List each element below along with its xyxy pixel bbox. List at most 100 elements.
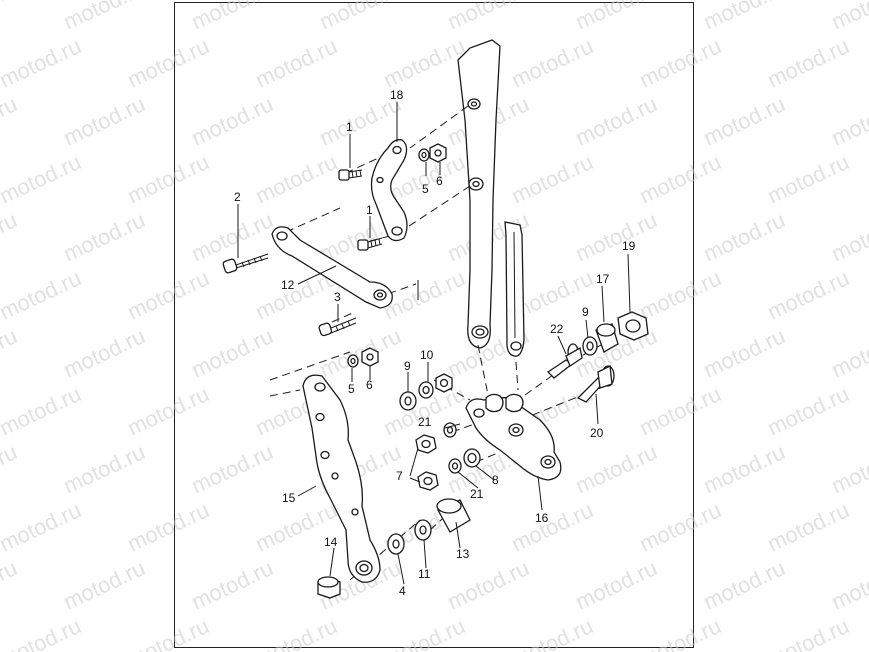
- callout-16: 16: [535, 511, 549, 525]
- washer-5-upper: [418, 148, 430, 162]
- bolt-1-upper: [338, 169, 363, 181]
- watermark-text: motod.ru: [60, 555, 149, 614]
- callout-7: 7: [396, 469, 403, 483]
- spacer-17: [595, 323, 619, 353]
- watermark-text: motod.ru: [636, 33, 725, 92]
- watermark-text: motod.ru: [252, 33, 341, 92]
- callout-10: 10: [420, 348, 434, 362]
- callout-3: 3: [334, 290, 341, 304]
- watermark-text: motod.ru: [0, 91, 21, 150]
- watermark-text: motod.ru: [60, 323, 149, 382]
- watermark-text: motod.ru: [60, 0, 149, 35]
- watermark-text: motod.ru: [188, 555, 277, 614]
- nut-7-lower: [417, 471, 439, 491]
- watermark-text: motod.ru: [124, 381, 213, 440]
- callout-4: 4: [399, 584, 406, 598]
- watermark-text: motod.ru: [188, 207, 277, 266]
- callout-6-lower: 6: [366, 378, 373, 392]
- callout-2: 2: [234, 190, 241, 204]
- watermark-text: motod.ru: [828, 0, 869, 35]
- watermark-text: motod.ru: [124, 497, 213, 556]
- watermark-text: motod.ru: [124, 149, 213, 208]
- watermark-text: motod.ru: [764, 381, 853, 440]
- bushing-14: [317, 576, 341, 599]
- callout-21-upper: 21: [418, 415, 432, 429]
- watermark-text: motod.ru: [60, 439, 149, 498]
- nut-6-lower: [361, 347, 379, 367]
- watermark-text: motod.ru: [764, 265, 853, 324]
- callout-21-lower: 21: [470, 487, 484, 501]
- pin-22: [546, 343, 583, 379]
- watermark-text: motod.ru: [828, 555, 869, 614]
- watermark-text: motod.ru: [764, 149, 853, 208]
- secondary-rod: [504, 221, 525, 357]
- bushing-13: [436, 498, 471, 533]
- washer-11: [414, 519, 432, 541]
- nut-7-upper: [415, 434, 437, 454]
- callout-22: 22: [550, 322, 564, 336]
- watermark-text: motod.ru: [508, 149, 597, 208]
- bushing-8: [463, 448, 481, 468]
- watermark-text: motod.ru: [700, 555, 789, 614]
- bolt-2: [222, 253, 269, 274]
- nut-6-upper: [429, 143, 447, 163]
- watermark-text: motod.ru: [60, 91, 149, 150]
- upper-strut: [457, 39, 501, 349]
- callout-17: 17: [596, 272, 610, 286]
- washer-21-lower: [448, 458, 462, 474]
- watermark-text: motod.ru: [380, 33, 469, 92]
- watermark-text: motod.ru: [572, 91, 661, 150]
- callout-labels: 1 18 5 6 2 1 12 3 5 6 9 10 21 7 21 8 15 …: [234, 88, 636, 598]
- callout-19: 19: [622, 239, 636, 253]
- nut-19: [617, 311, 649, 341]
- callout-5-upper: 5: [422, 182, 429, 196]
- watermark-text: motod.ru: [0, 207, 21, 266]
- watermark-text: motod.ru: [700, 91, 789, 150]
- washer-5-lower: [347, 354, 359, 368]
- watermark-text: motod.ru: [636, 265, 725, 324]
- callout-6-upper: 6: [436, 174, 443, 188]
- watermark-text: motod.ru: [188, 91, 277, 150]
- callout-1-upper: 1: [346, 120, 353, 134]
- callout-5-lower: 5: [348, 382, 355, 396]
- watermark-text: motod.ru: [0, 497, 85, 556]
- watermark-text: motod.ru: [380, 613, 469, 652]
- watermark-text: motod.ru: [828, 323, 869, 382]
- watermark-text: motod.ru: [0, 323, 21, 382]
- watermark-text: motod.ru: [0, 149, 85, 208]
- watermark-text: motod.ru: [444, 555, 533, 614]
- watermark-text: motod.ru: [188, 439, 277, 498]
- callout-13: 13: [456, 547, 470, 561]
- watermark-text: motod.ru: [444, 0, 533, 35]
- watermark-text: motod.ru: [0, 33, 85, 92]
- watermark-text: motod.ru: [764, 33, 853, 92]
- washer-21-upper: [443, 422, 457, 438]
- rocker-16: [465, 393, 562, 481]
- watermark-text: motod.ru: [0, 613, 85, 652]
- callout-9-right: 9: [582, 305, 589, 319]
- watermark-text: motod.ru: [508, 613, 597, 652]
- watermark-text: motod.ru: [700, 0, 789, 35]
- watermark-text: motod.ru: [700, 207, 789, 266]
- watermark-text: motod.ru: [380, 265, 469, 324]
- callout-12: 12: [281, 278, 295, 292]
- callout-20: 20: [590, 426, 604, 440]
- watermark-text: motod.ru: [124, 33, 213, 92]
- leader-lines: [237, 102, 631, 585]
- washer-10-a: [418, 381, 434, 399]
- callout-9-left: 9: [404, 359, 411, 373]
- watermark-text: motod.ru: [828, 207, 869, 266]
- watermark-text: motod.ru: [124, 613, 213, 652]
- watermark-text: motod.ru: [508, 497, 597, 556]
- callout-1-lower: 1: [366, 203, 373, 217]
- callout-15: 15: [282, 491, 296, 505]
- washer-9-right: [582, 336, 598, 356]
- watermark-text: motod.ru: [764, 497, 853, 556]
- washer-9-left: [399, 391, 417, 411]
- watermark-text: motod.ru: [764, 613, 853, 652]
- callout-18: 18: [390, 88, 404, 102]
- watermark-text: motod.ru: [0, 439, 21, 498]
